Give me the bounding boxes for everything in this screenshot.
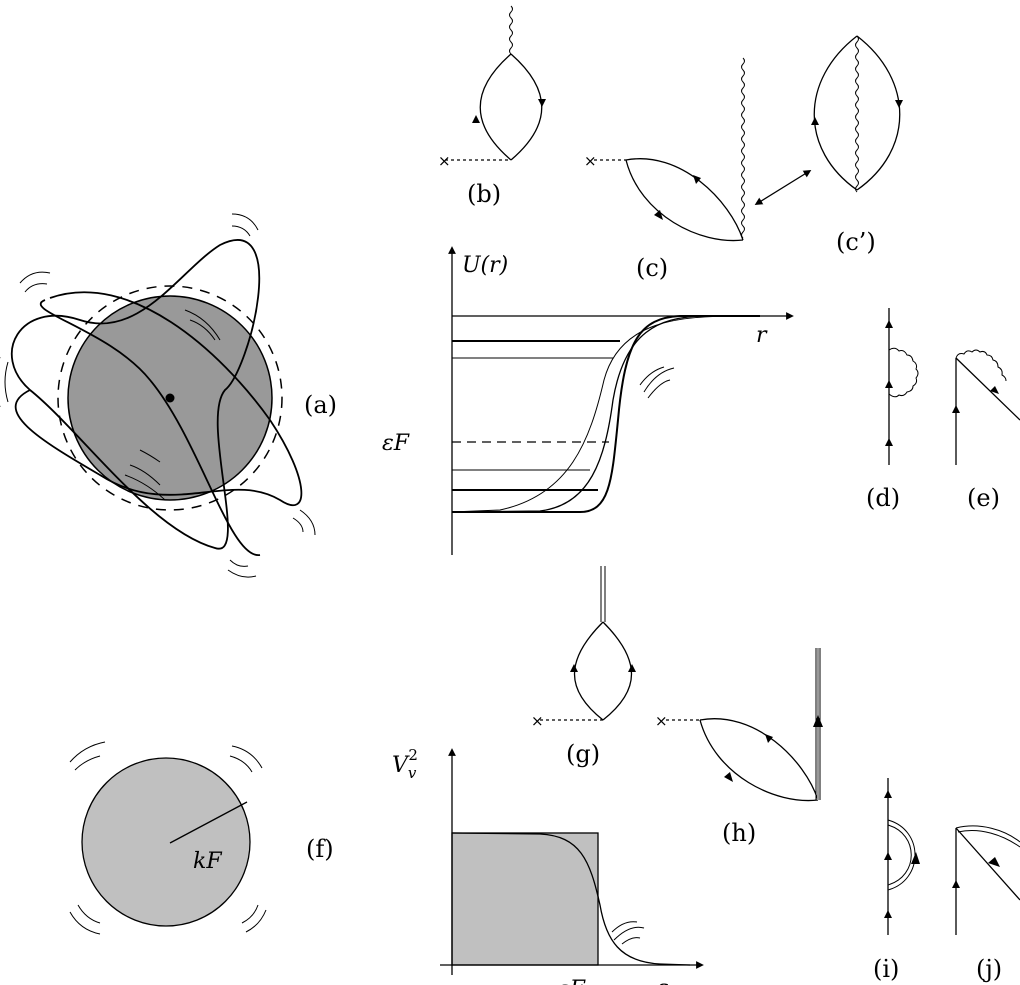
diagram-h: × <box>655 648 823 802</box>
label-b: (b) <box>467 180 501 208</box>
label-d: (d) <box>866 484 900 512</box>
potential-y-label: U(r) <box>462 253 508 278</box>
nucleus-panel <box>0 213 316 578</box>
arrow-h-bottom <box>724 772 733 782</box>
line-e-diag <box>955 357 1020 421</box>
wavy-e <box>955 349 1007 382</box>
arrow-g-left <box>570 664 578 672</box>
wavy-line-b <box>509 5 513 55</box>
wavy-line-cp <box>855 35 859 193</box>
double-arrow-c <box>754 169 812 206</box>
lens-right-cp <box>856 35 901 191</box>
cross-b: × <box>438 152 451 170</box>
arrow-g-right <box>628 664 636 672</box>
label-a: (a) <box>304 391 337 419</box>
orbit-2 <box>14 291 303 507</box>
fermi-sphere-panel: kF <box>69 741 267 935</box>
cross-g: × <box>531 712 544 730</box>
orbit-3 <box>39 299 261 556</box>
potential-x-label: r <box>756 323 768 348</box>
label-c-prime: (c’) <box>836 228 876 256</box>
diagram-g: × <box>531 566 636 730</box>
bubble-right-g <box>602 621 633 721</box>
arrow-j-up <box>952 880 960 888</box>
diagram-j <box>952 825 1020 935</box>
arrow-c-bottom <box>654 210 663 220</box>
occupation-box <box>451 832 599 966</box>
arrow-e-diag <box>990 386 999 394</box>
bubble-right-b <box>510 53 543 161</box>
label-i: (i) <box>873 955 899 983</box>
potential-curve-thick <box>452 315 760 513</box>
potential-vibration <box>639 366 675 399</box>
fermi-disk <box>81 757 251 927</box>
occupation-curve <box>451 832 691 966</box>
label-j: (j) <box>976 955 1002 983</box>
wavy-line-c <box>741 57 745 239</box>
occupation-vibration <box>611 921 645 945</box>
cross-h: × <box>655 712 668 730</box>
arrow-h-double <box>813 715 823 727</box>
arrow-b-down <box>538 99 546 107</box>
label-h: (h) <box>722 819 756 847</box>
cross-c: × <box>584 152 597 170</box>
arrow-c-top <box>693 175 701 184</box>
double-arc-j-inner <box>957 829 1020 848</box>
arrow-j-diag <box>988 857 1000 867</box>
line-j-diag <box>955 827 1020 901</box>
fermi-radius <box>169 801 248 844</box>
lens-top-c <box>625 158 744 241</box>
bubble-left-b <box>479 53 512 161</box>
arrow-cp-up <box>811 117 819 125</box>
label-c: (c) <box>636 254 668 282</box>
fermi-vibration <box>69 741 267 935</box>
double-arc-j-outer <box>955 825 1020 843</box>
arrow-b-up <box>472 115 480 123</box>
fermi-radius-label: kF <box>193 849 222 874</box>
arrow-i-top <box>884 790 892 798</box>
occupation-x-label: εν <box>657 976 678 985</box>
diagram-i <box>884 778 920 935</box>
nucleus-surface-dashed <box>57 285 283 511</box>
potential-curve-mid <box>451 315 760 513</box>
nucleus-center-dot <box>165 393 175 403</box>
double-loop-i-inner <box>887 824 912 886</box>
arrow-cp-down <box>895 100 903 108</box>
potential-curve-thin <box>451 315 741 513</box>
diagram-d <box>885 308 919 465</box>
arrow-e-up <box>952 405 960 413</box>
vibration-marks <box>0 213 316 578</box>
arrow-i-loop <box>911 852 920 864</box>
diagram-c-prime <box>811 35 903 193</box>
diagram-c: × <box>584 57 812 242</box>
label-e: (e) <box>967 484 1000 512</box>
diagram-b: × <box>438 5 546 170</box>
label-f: (f) <box>306 835 334 863</box>
arrow-h-top <box>765 734 773 743</box>
orbit-1 <box>11 239 261 550</box>
arrow-i-bottom <box>884 910 892 918</box>
lens-left-cp <box>813 35 858 191</box>
wavy-loop-d <box>888 347 919 398</box>
arrow-d-bottom <box>885 438 893 446</box>
lens-bottom-h <box>699 719 819 802</box>
occupation-y-label: Vv2 <box>392 746 418 782</box>
occupation-plot: Vv2 εF εν <box>392 746 704 985</box>
arrow-d-top <box>885 320 893 328</box>
diagram-e <box>952 349 1020 465</box>
occupation-fermi-label: εF <box>558 977 586 985</box>
arrow-d-mid <box>885 380 893 388</box>
potential-plot: U(r) r εF <box>382 246 794 555</box>
label-g: (g) <box>566 740 600 768</box>
lens-bottom-c <box>625 159 744 242</box>
lens-top-h <box>699 718 819 801</box>
arrow-i-mid <box>884 852 892 860</box>
bubble-left-g <box>573 621 604 721</box>
potential-fermi-label: εF <box>382 431 410 456</box>
